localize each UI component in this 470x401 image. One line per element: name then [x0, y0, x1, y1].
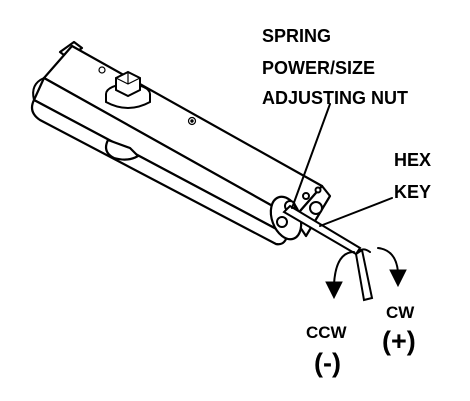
cw-label: CW: [386, 303, 415, 322]
adjusting-nut-label-line1: SPRING: [262, 26, 331, 46]
ccw-arrow-icon: [325, 251, 355, 300]
ccw-sign: (-): [314, 348, 341, 378]
adjusting-nut-leader: [291, 103, 331, 209]
ccw-label: CCW: [306, 323, 348, 342]
spindle-nut: [105, 70, 151, 109]
cw-sign: (+): [382, 326, 416, 356]
leader-lines: [291, 103, 393, 227]
adjusting-nut-label-line2: POWER/SIZE: [262, 58, 375, 78]
hex-key: [282, 204, 374, 302]
hex-key-leader: [319, 197, 393, 227]
adjusting-nut-label-line3: ADJUSTING NUT: [262, 88, 408, 108]
hex-key-label-line1: HEX: [394, 150, 431, 170]
hex-key-label-line2: KEY: [394, 182, 431, 202]
cw-arrow-icon: [377, 247, 407, 288]
